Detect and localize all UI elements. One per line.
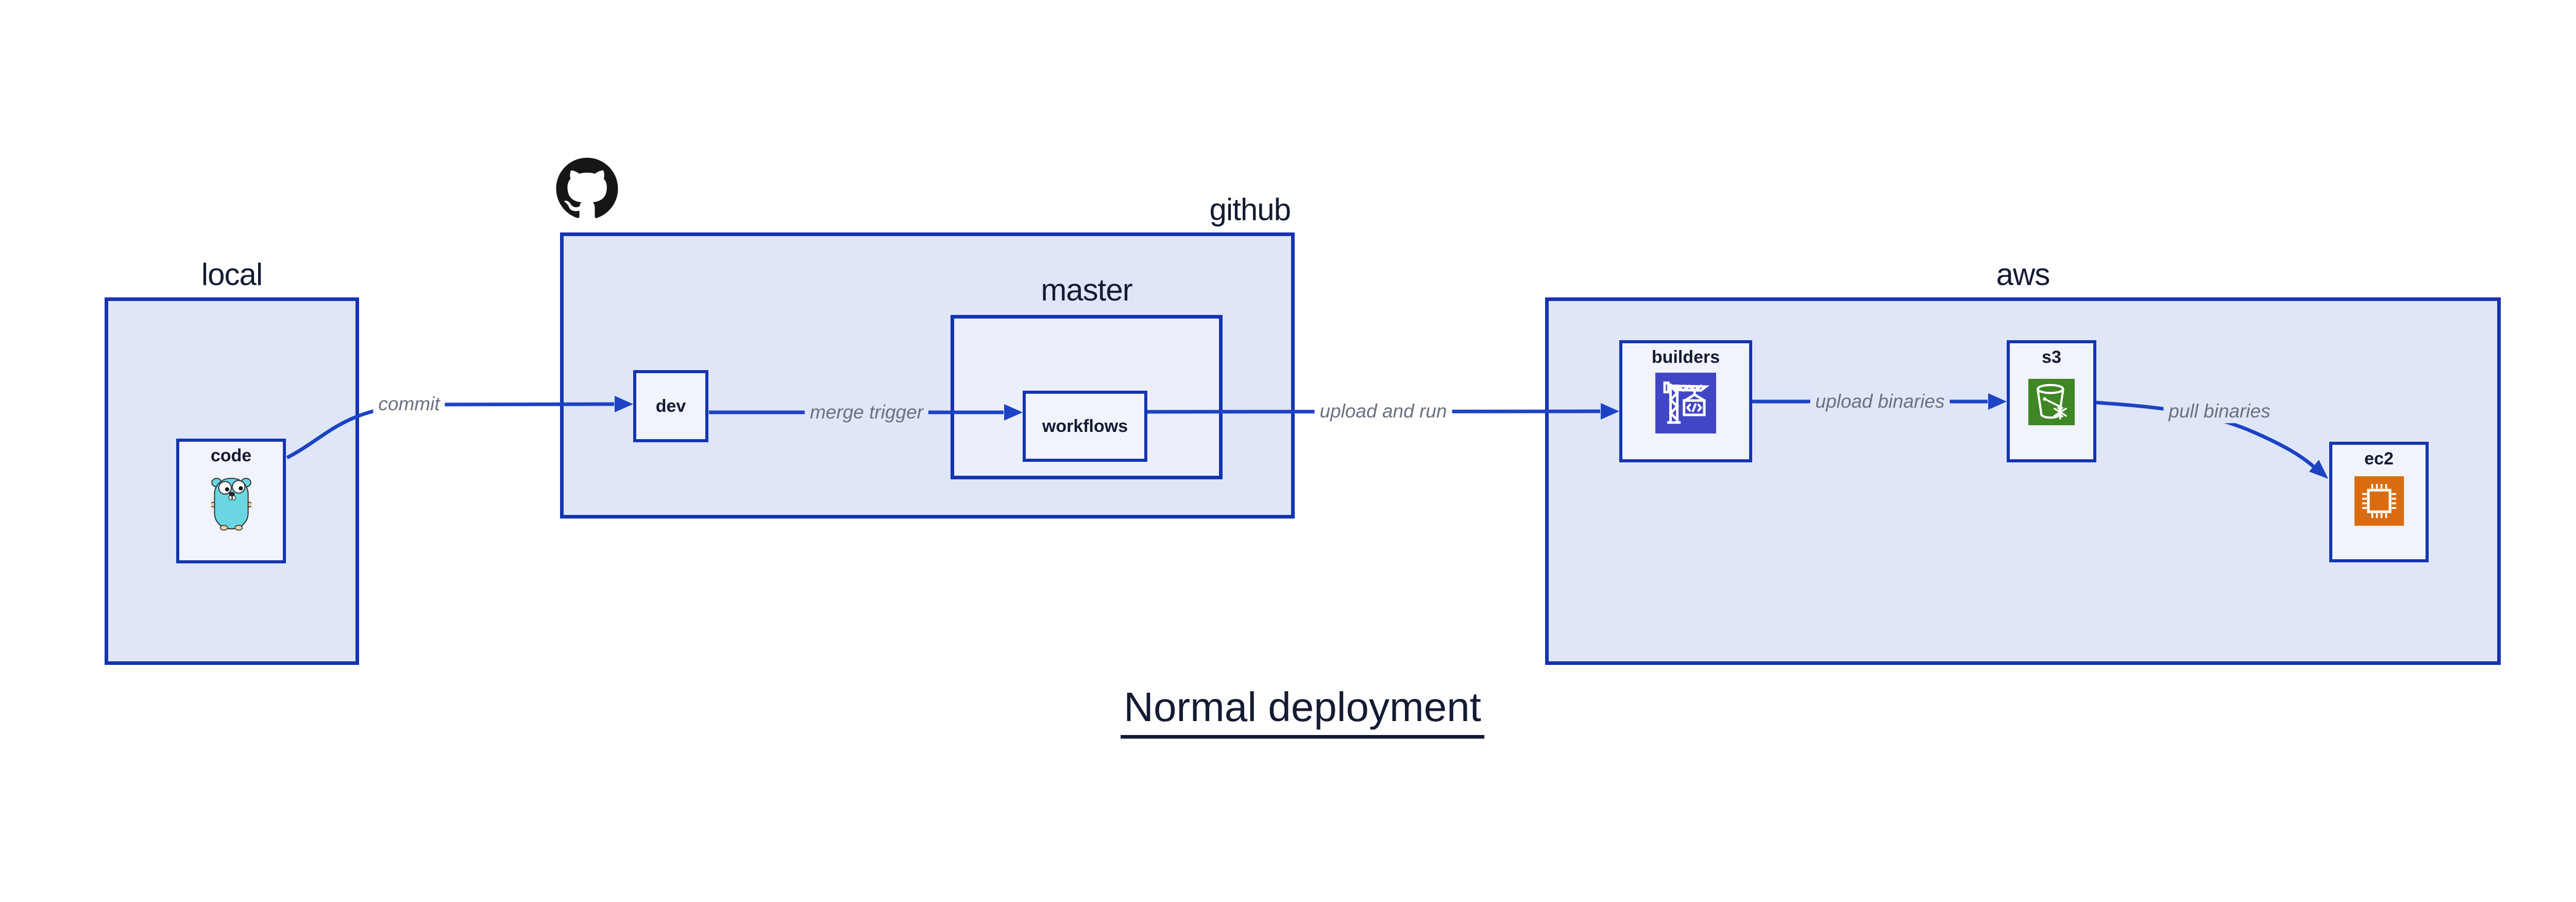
edge-label-upload-and-run: upload and run bbox=[1314, 399, 1452, 423]
aws-codebuild-crane-icon bbox=[1655, 373, 1716, 436]
node-workflows: workflows bbox=[1023, 391, 1147, 462]
group-label-github: github bbox=[1209, 192, 1291, 227]
diagram-title: Normal deployment bbox=[1121, 683, 1484, 739]
aws-s3-glacier-bucket-icon bbox=[2028, 379, 2075, 428]
edge-label-commit: commit bbox=[373, 392, 445, 416]
node-builders-label: builders bbox=[1651, 347, 1720, 367]
go-gopher-icon bbox=[209, 475, 253, 533]
group-label-aws: aws bbox=[1996, 257, 2050, 292]
aws-ec2-chip-icon bbox=[2354, 476, 2404, 528]
node-s3-label: s3 bbox=[2042, 347, 2061, 367]
node-builders: builders bbox=[1619, 340, 1752, 462]
node-ec2-label: ec2 bbox=[2364, 449, 2394, 469]
github-octocat-icon bbox=[555, 158, 619, 222]
node-ec2: ec2 bbox=[2329, 442, 2429, 562]
group-label-master: master bbox=[1041, 273, 1132, 307]
node-workflows-label: workflows bbox=[1042, 416, 1128, 436]
edge-label-merge-trigger: merge trigger bbox=[804, 400, 929, 424]
node-code: code bbox=[176, 439, 286, 563]
edge-label-pull-binaries: pull binaries bbox=[2163, 399, 2276, 423]
node-dev-label: dev bbox=[655, 396, 686, 416]
group-label-local: local bbox=[201, 257, 263, 292]
node-code-label: code bbox=[210, 446, 252, 465]
edge-label-upload-binaries: upload binaries bbox=[1810, 390, 1950, 413]
node-s3: s3 bbox=[2007, 340, 2096, 462]
node-dev: dev bbox=[633, 370, 708, 442]
